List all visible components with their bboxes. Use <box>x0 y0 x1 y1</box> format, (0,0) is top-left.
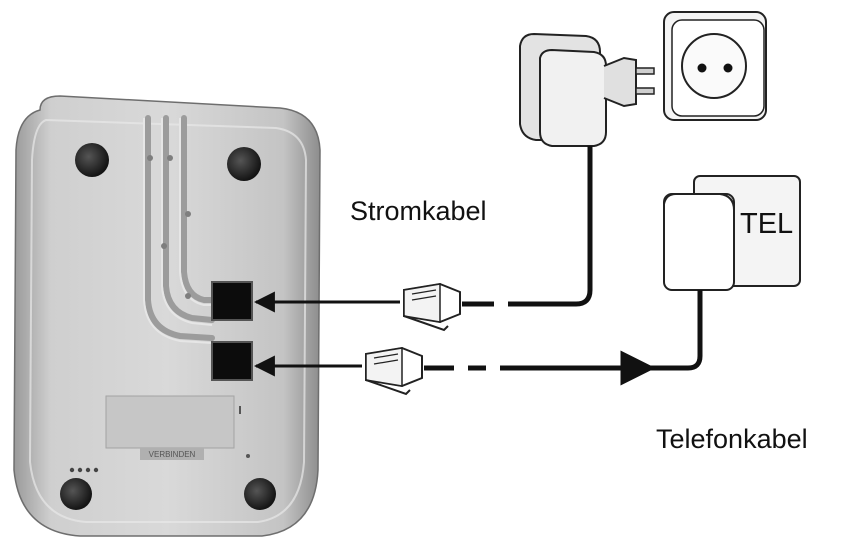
power-adapter <box>519 32 655 147</box>
phone-jack-box <box>663 175 801 291</box>
cable-channels <box>145 115 215 341</box>
base-brand-label: VERBINDEN <box>149 450 196 459</box>
foot-top-right <box>227 147 261 181</box>
base-inner-rim <box>28 118 308 523</box>
foot-bottom-right <box>244 478 276 510</box>
wall-socket <box>663 11 767 121</box>
foot-bottom-left <box>60 478 92 510</box>
base-housing <box>13 95 321 537</box>
base-station: VERBINDEN <box>13 95 321 537</box>
power-socket[interactable] <box>211 281 253 321</box>
phone-jack-label: TEL <box>740 208 794 240</box>
phone-cable <box>253 290 703 396</box>
power-cable-label: Stromkabel <box>350 196 487 226</box>
power-cable <box>253 146 593 332</box>
speaker-dots <box>69 467 99 473</box>
phone-socket[interactable] <box>211 341 253 381</box>
label-plate <box>105 395 235 449</box>
phone-cable-label: Telefonkabel <box>656 424 808 454</box>
foot-top-left <box>75 143 109 177</box>
